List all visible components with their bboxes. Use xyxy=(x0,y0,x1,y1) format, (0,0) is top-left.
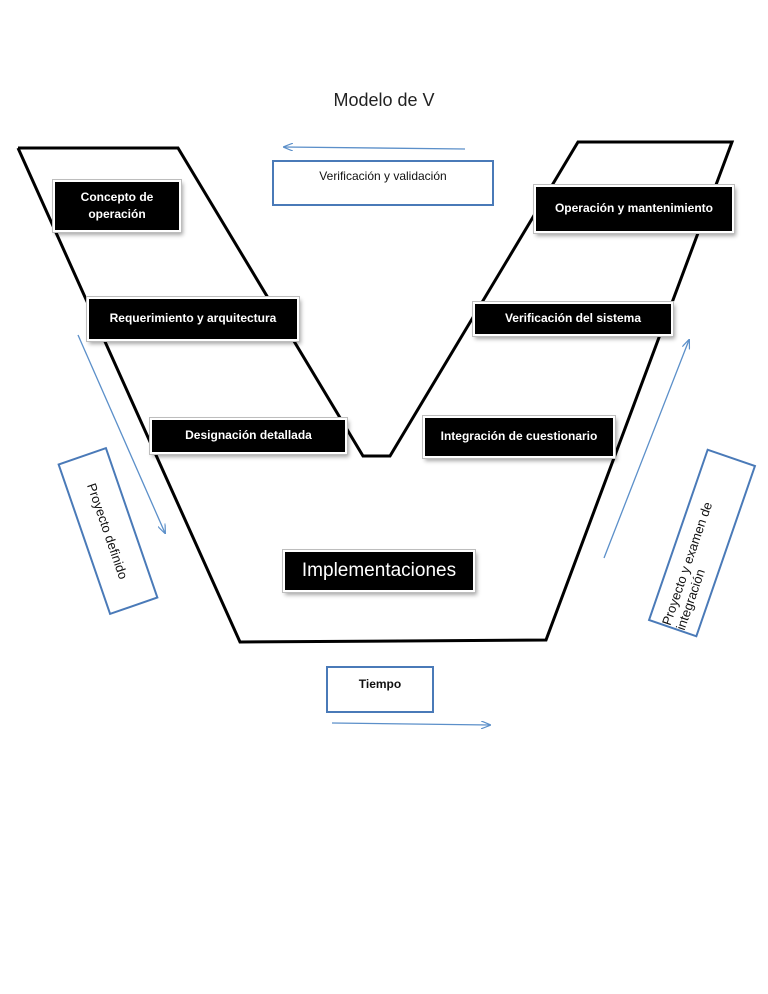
phase-operacion: Operación y mantenimiento xyxy=(533,184,735,234)
phase-integracion-label: Integración de cuestionario xyxy=(440,429,598,444)
verificacion-validacion-box: Verificación y validación xyxy=(272,160,494,206)
arrow-proyecto-up xyxy=(603,340,689,559)
phase-implementaciones: Implementaciones xyxy=(282,549,476,593)
phase-requerimiento: Requerimiento y arquitectura xyxy=(86,296,300,342)
phase-integracion: Integración de cuestionario xyxy=(422,415,616,459)
arrow-verificacion-left xyxy=(284,147,466,149)
phase-designacion: Designación detallada xyxy=(149,417,348,455)
verificacion-validacion-label: Verificación y validación xyxy=(319,169,447,183)
arrow-tiempo-right xyxy=(331,723,490,725)
diagram-title: Modelo de V xyxy=(333,90,435,110)
phase-concepto-label: Concepto de operación xyxy=(80,189,154,221)
phase-implementaciones-label: Implementaciones xyxy=(301,560,457,581)
phase-verificacion-sistema: Verificación del sistema xyxy=(472,301,674,337)
tiempo-label: Tiempo xyxy=(358,677,402,691)
tiempo-box: Tiempo xyxy=(326,666,434,713)
v-outer-outline xyxy=(16,140,735,644)
arrow-proyecto-down xyxy=(77,334,165,533)
phase-verificacion-sistema-label: Verificación del sistema xyxy=(504,311,642,326)
phase-designacion-label: Designación detallada xyxy=(185,428,312,443)
phase-operacion-label: Operación y mantenimiento xyxy=(554,201,714,216)
phase-requerimiento-label: Requerimiento y arquitectura xyxy=(109,311,277,326)
phase-concepto: Concepto de operación xyxy=(52,179,182,233)
